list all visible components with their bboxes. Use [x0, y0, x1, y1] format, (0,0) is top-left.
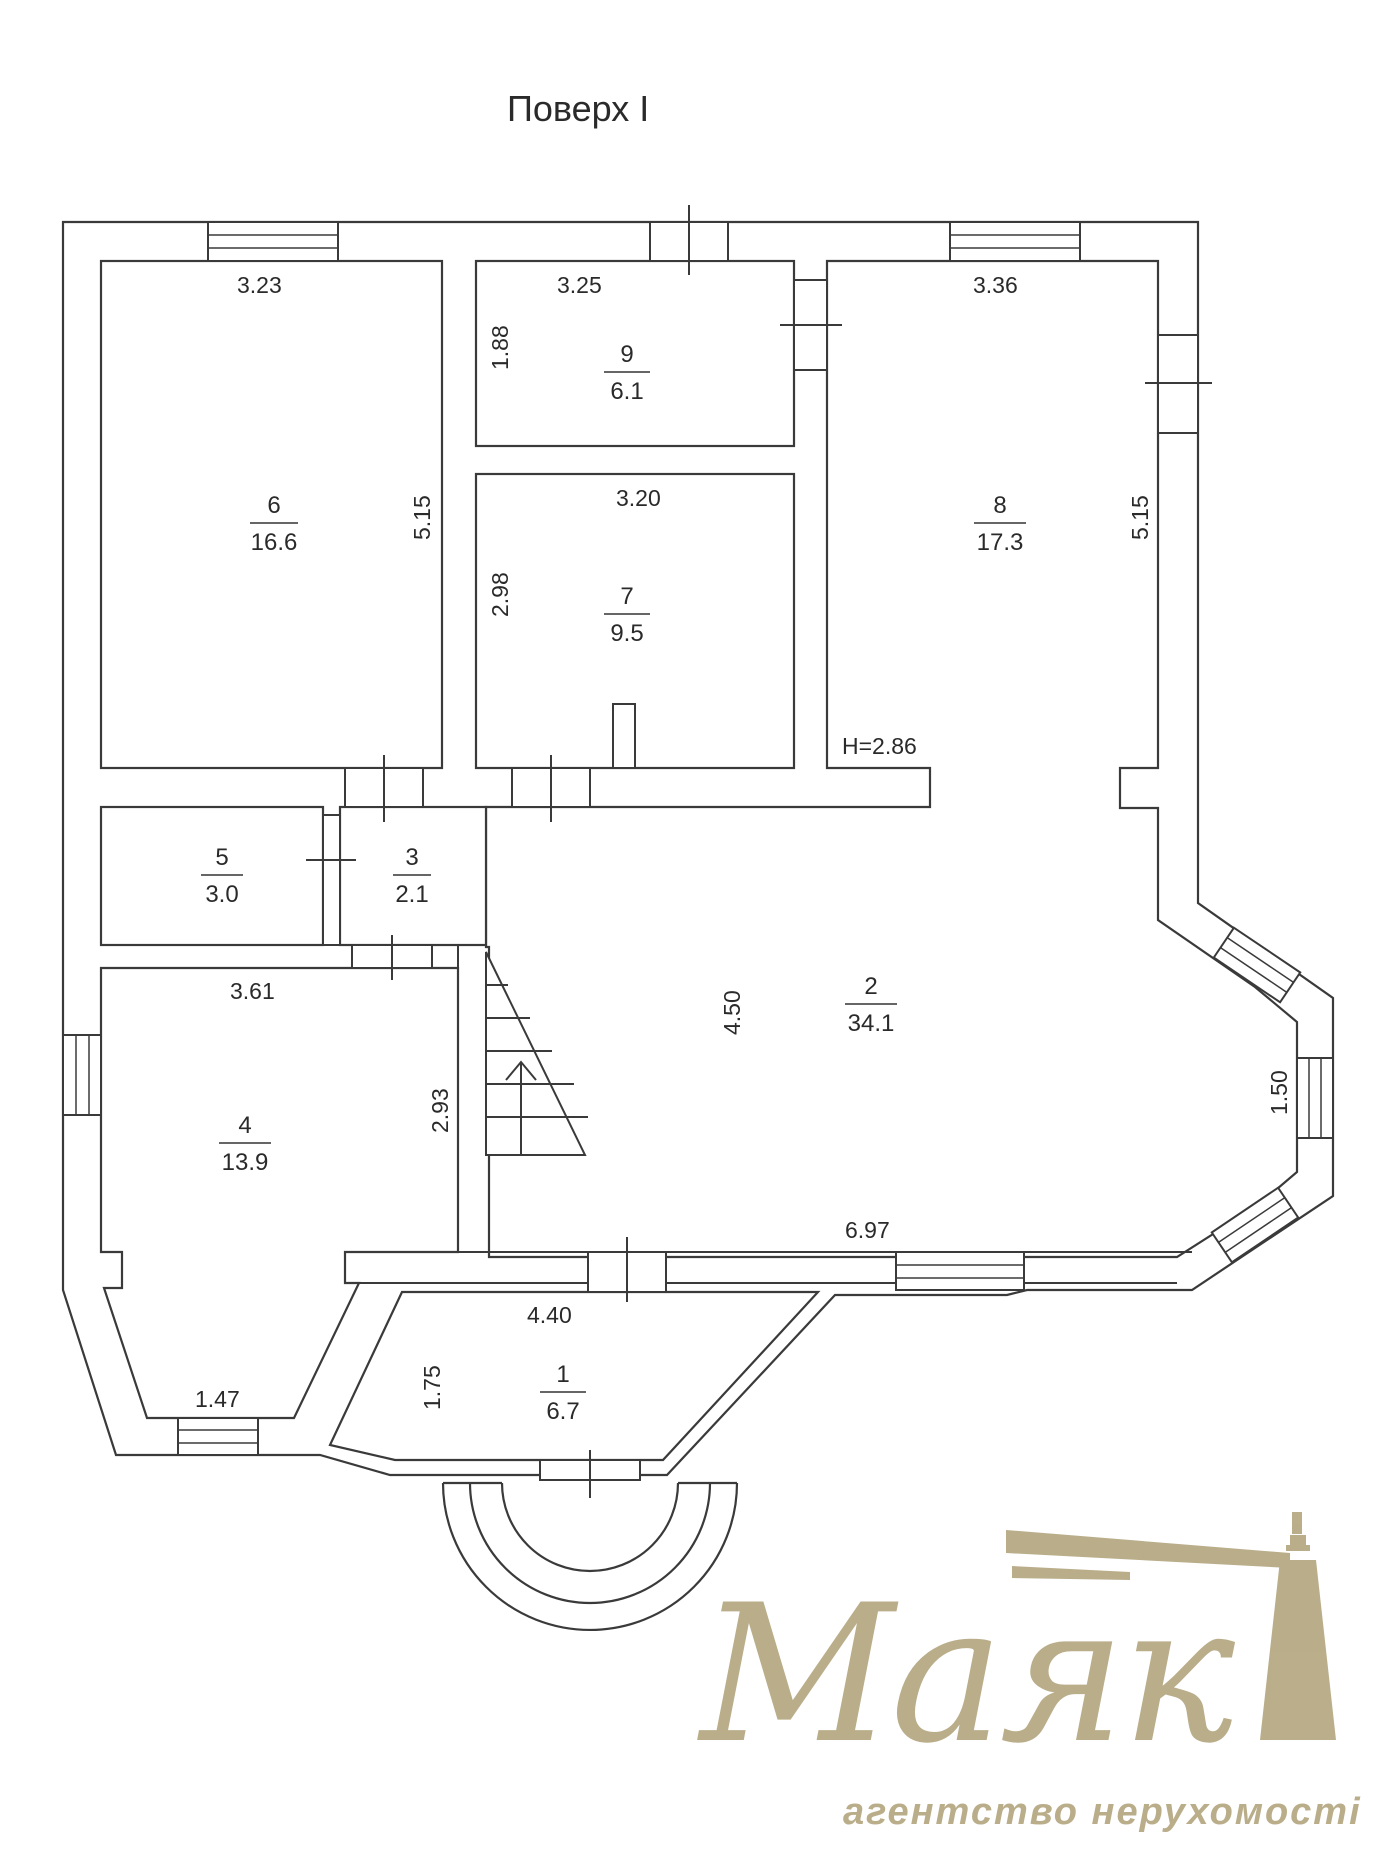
dim-room4-height: 2.93: [427, 1088, 453, 1133]
svg-text:13.9: 13.9: [222, 1149, 269, 1176]
svg-text:6.1: 6.1: [610, 378, 643, 405]
room-label-9: 9 6.1: [604, 341, 650, 405]
svg-text:6.7: 6.7: [546, 1398, 579, 1425]
window-top-left: [207, 221, 339, 262]
dim-room9-width: 3.25: [557, 272, 602, 298]
svg-text:1: 1: [556, 1361, 569, 1388]
svg-text:8: 8: [993, 492, 1006, 519]
dim-room1-depth: 1.75: [419, 1365, 445, 1410]
watermark-tagline: агентство нерухомості: [843, 1791, 1362, 1833]
room-5-floor: [99, 805, 325, 947]
window-top-right: [949, 221, 1081, 262]
dim-room7-width: 3.20: [616, 485, 661, 511]
svg-text:9: 9: [620, 341, 633, 368]
svg-text:17.3: 17.3: [977, 529, 1024, 556]
dim-room1-width: 4.40: [527, 1302, 572, 1328]
room-1-floor: [328, 1290, 821, 1462]
window-bay-upper: [1212, 926, 1302, 1004]
window-bottom-room2: [895, 1251, 1025, 1291]
svg-text:3: 3: [405, 844, 418, 871]
room-label-3: 3 2.1: [393, 844, 431, 908]
room-label-6: 6 16.6: [250, 492, 298, 556]
dim-room2-width: 6.97: [845, 1217, 890, 1243]
lighthouse-icon: [1006, 1512, 1336, 1740]
dim-room6-width: 3.23: [237, 272, 282, 298]
svg-text:7: 7: [620, 583, 633, 610]
svg-text:5: 5: [215, 844, 228, 871]
window-left: [62, 1034, 102, 1116]
room-7-stub: [612, 703, 636, 769]
dim-room9-height: 1.88: [487, 325, 513, 370]
floor-title: Поверх І: [507, 88, 649, 129]
svg-text:34.1: 34.1: [848, 1010, 895, 1037]
room-labels: 6 16.6 9 6.1 7 9.5 8 17.3 5 3.0 3 2.1: [201, 341, 1026, 1425]
dim-room6-height: 5.15: [409, 495, 435, 540]
svg-text:9.5: 9.5: [610, 620, 643, 647]
dim-room8-width: 3.36: [973, 272, 1018, 298]
window-bay-lower: [1210, 1186, 1300, 1264]
room-label-4: 4 13.9: [219, 1112, 271, 1176]
dim-ceiling-height: H=2.86: [842, 733, 917, 759]
svg-text:4: 4: [238, 1112, 251, 1139]
svg-text:6: 6: [267, 492, 280, 519]
door-markers: [306, 205, 1212, 1498]
dim-room4-width: 3.61: [230, 978, 275, 1004]
svg-text:2: 2: [864, 973, 877, 1000]
room-label-1: 1 6.7: [540, 1361, 586, 1425]
room-label-5: 5 3.0: [201, 844, 243, 908]
svg-text:3.0: 3.0: [205, 881, 238, 908]
dim-room2-depth: 4.50: [719, 990, 745, 1035]
window-bottom-room4: [177, 1417, 259, 1456]
dim-room2-bay: 1.50: [1266, 1070, 1292, 1115]
dim-room4-bay: 1.47: [195, 1386, 240, 1412]
room-3-floor: [338, 805, 488, 947]
room-label-7: 7 9.5: [604, 583, 650, 647]
dim-room8-height: 5.15: [1127, 495, 1153, 540]
watermark-logo: Маяк агентство нерухомості: [697, 1512, 1362, 1833]
room-label-8: 8 17.3: [974, 492, 1026, 556]
room-label-2: 2 34.1: [845, 973, 897, 1037]
watermark-brand: Маяк: [697, 1564, 1236, 1785]
dimension-labels: 3.23 5.15 3.25 1.88 3.20 2.98 3.36 5.15 …: [195, 272, 1292, 1412]
window-bay-right: [1296, 1057, 1334, 1139]
dim-room7-height: 2.98: [487, 572, 513, 617]
room-9-floor: [474, 259, 796, 448]
svg-text:2.1: 2.1: [395, 881, 428, 908]
staircase: [485, 951, 588, 1156]
porch: [441, 1481, 739, 1632]
room-6-floor: [99, 259, 444, 770]
svg-text:16.6: 16.6: [251, 529, 298, 556]
